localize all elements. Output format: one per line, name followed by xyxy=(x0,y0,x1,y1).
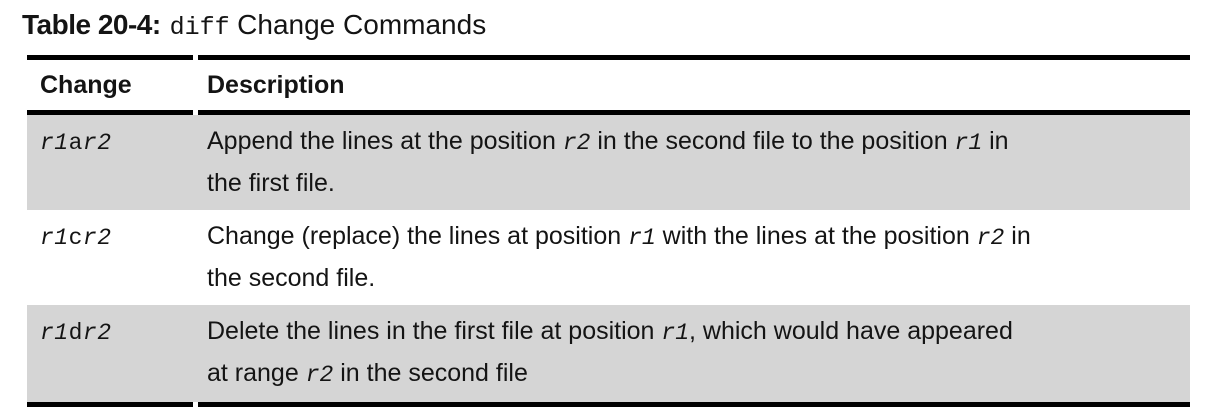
description-text: , which would have appeared xyxy=(689,317,1013,345)
range-placeholder: r1 xyxy=(628,225,656,251)
range-placeholder: r2 xyxy=(82,225,112,251)
description-cell: Change (replace) the lines at position r… xyxy=(193,216,1190,298)
column-header-description: Description xyxy=(207,70,345,99)
table-caption-title: Change Commands xyxy=(237,9,487,40)
command-letter: a xyxy=(68,130,83,156)
table-rule-top xyxy=(27,55,1190,60)
table-header-row: Change Description xyxy=(27,60,1190,110)
column-header-change: Change xyxy=(40,70,132,99)
rule-segment xyxy=(198,55,1190,60)
range-placeholder: r1 xyxy=(40,320,69,346)
description-text: Append the lines at the position xyxy=(207,127,563,155)
table-rule-header xyxy=(27,110,1190,115)
rule-segment xyxy=(198,110,1190,115)
description-text: Delete the lines in the first file at po… xyxy=(207,317,662,345)
range-placeholder: r1 xyxy=(661,320,690,346)
description-text: in the second file xyxy=(333,359,528,387)
range-placeholder: r2 xyxy=(976,225,1005,251)
description-cell: Delete the lines in the first file at po… xyxy=(193,311,1190,395)
range-placeholder: r1 xyxy=(40,225,69,251)
command-letter: c xyxy=(68,225,83,251)
description-text: in xyxy=(982,127,1009,155)
description-text: Change (replace) the lines at position xyxy=(207,222,629,250)
range-placeholder: r2 xyxy=(82,320,112,346)
rule-segment xyxy=(27,55,193,60)
rule-segment xyxy=(27,110,193,115)
description-text: at range xyxy=(207,359,306,387)
description-text: the second file. xyxy=(207,264,376,292)
description-cell: Append the lines at the position r2 in t… xyxy=(193,121,1190,203)
change-command-cell: r1dr2 xyxy=(27,311,193,395)
range-placeholder: r2 xyxy=(305,362,334,388)
description-text: in the second file to the position xyxy=(590,127,955,155)
change-command-cell: r1ar2 xyxy=(27,121,193,203)
description-text: the first file. xyxy=(207,169,335,197)
range-placeholder: r1 xyxy=(40,130,69,156)
table-caption-number: Table 20-4: xyxy=(22,9,161,40)
table-caption-command: diff xyxy=(169,13,230,42)
command-letter: d xyxy=(68,320,83,346)
range-placeholder: r2 xyxy=(562,130,591,156)
description-text: with the lines at the position xyxy=(655,222,977,250)
description-text: in xyxy=(1004,222,1031,250)
change-command-cell: r1cr2 xyxy=(27,216,193,298)
range-placeholder: r1 xyxy=(954,130,983,156)
range-placeholder: r2 xyxy=(82,130,112,156)
